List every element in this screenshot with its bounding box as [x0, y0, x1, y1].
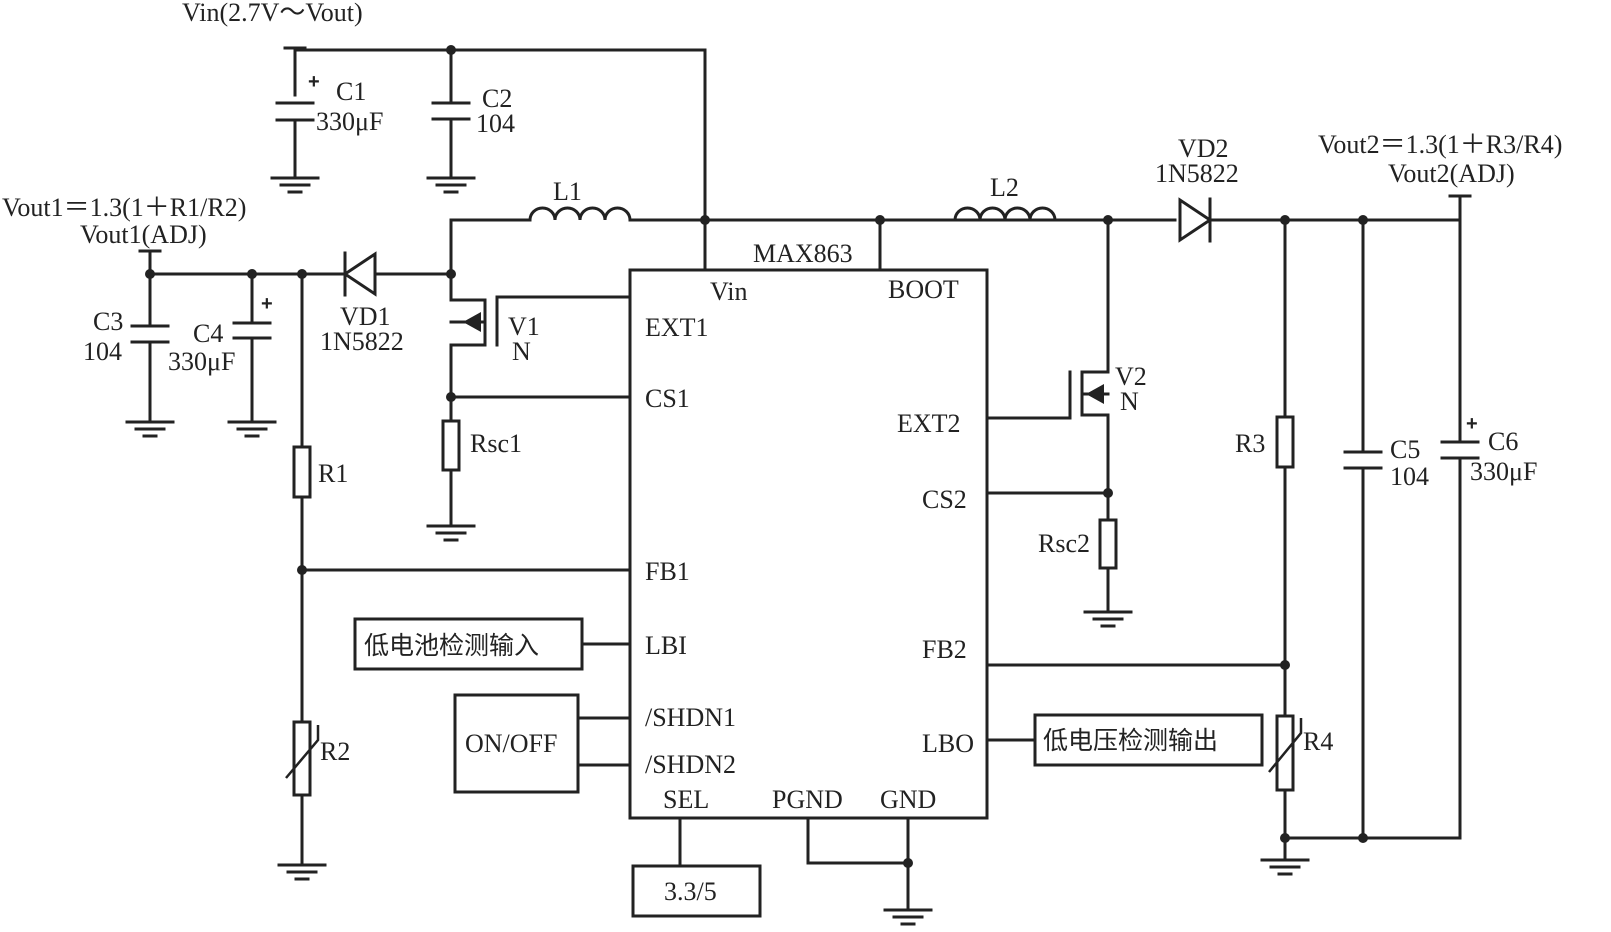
vout1-formula: Vout1＝1.3(1＋R1/R2) [2, 193, 246, 222]
l2-label: L2 [990, 173, 1019, 202]
c6-plus: + [1466, 413, 1478, 435]
ground-c4 [227, 420, 277, 438]
capacitor-c3: C3 104 [83, 307, 170, 366]
onoff-box [453, 693, 580, 794]
pin-gnd: GND [880, 785, 936, 814]
vd1-part: 1N5822 [320, 327, 404, 356]
c4-plus: + [261, 293, 273, 315]
ic-name: MAX863 [753, 239, 853, 268]
c5-value: 104 [1390, 462, 1429, 491]
pin-fb2: FB2 [922, 635, 967, 664]
diode-vd2: VD2 1N5822 [1155, 134, 1239, 243]
lbi-input-label: 低电池检测输入 [364, 631, 539, 660]
c2-name: C2 [482, 84, 512, 113]
diode-vd1: VD1 1N5822 [320, 251, 404, 356]
c6-value: 330μF [1470, 457, 1537, 486]
c1-name: C1 [336, 77, 366, 106]
capacitor-c6: + C6 330μF [1440, 413, 1537, 486]
ground-rsc1 [426, 524, 476, 542]
mosfet-v1: V1 N [449, 295, 540, 366]
lbi-input-box [353, 617, 584, 671]
pin-lbo: LBO [922, 729, 974, 758]
v1-type: N [512, 337, 531, 366]
pin-shdn2: /SHDN2 [645, 750, 736, 779]
ground-symbols [125, 176, 1310, 926]
rsc2-label: Rsc2 [1038, 529, 1090, 558]
lbo-output-label: 低电压检测输出 [1043, 726, 1218, 755]
vout1-label: Vout1(ADJ) [80, 220, 207, 249]
c3-name: C3 [93, 307, 123, 336]
pin-pgnd: PGND [772, 785, 843, 814]
onoff-label: ON/OFF [465, 729, 557, 758]
pin-sel: SEL [663, 785, 709, 814]
vout2-label: Vout2(ADJ) [1388, 159, 1515, 188]
pin-cs2: CS2 [922, 485, 967, 514]
vd2-part: 1N5822 [1155, 159, 1239, 188]
c6-name: C6 [1488, 427, 1518, 456]
c2-value: 104 [476, 109, 515, 138]
inductor-l2: L2 [953, 173, 1057, 222]
c4-name: C4 [193, 319, 223, 348]
l1-label: L1 [553, 177, 582, 206]
r4-label: R4 [1303, 727, 1333, 756]
vout2-formula: Vout2＝1.3(1＋R3/R4) [1318, 130, 1562, 159]
potentiometer-r4: R4 [1268, 714, 1333, 792]
ground-c3 [125, 420, 175, 438]
inductor-l1: L1 [528, 177, 632, 222]
resistor-r3: R3 [1235, 415, 1295, 469]
v2-name: V2 [1115, 362, 1147, 391]
vd2-name: VD2 [1178, 134, 1229, 163]
v1-name: V1 [508, 312, 540, 341]
pin-ext1: EXT1 [645, 313, 709, 342]
c1-plus: + [308, 71, 320, 93]
pin-ext2: EXT2 [897, 409, 961, 438]
pin-vin: Vin [710, 277, 747, 306]
vd1-name: VD1 [340, 302, 391, 331]
ground-r2 [277, 863, 327, 881]
c5-name: C5 [1390, 435, 1420, 464]
mosfet-v2: V2 N [1068, 362, 1147, 420]
junction-dots [145, 45, 1368, 868]
resistor-rsc1: Rsc1 [441, 419, 522, 472]
r1-label: R1 [318, 459, 348, 488]
ground-ic [883, 908, 933, 926]
capacitor-c5: C5 104 [1343, 435, 1429, 491]
capacitor-c4: + C4 330μF [168, 293, 273, 376]
pin-boot: BOOT [888, 275, 959, 304]
resistor-r1: R1 [292, 445, 348, 499]
c1-value: 330μF [316, 107, 383, 136]
c4-value: 330μF [168, 347, 235, 376]
capacitor-c2: C2 104 [431, 84, 515, 138]
r3-label: R3 [1235, 429, 1265, 458]
pin-cs1: CS1 [645, 384, 690, 413]
vin-label: Vin(2.7V～Vout) [182, 0, 363, 27]
r2-label: R2 [320, 737, 350, 766]
v2-type: N [1120, 387, 1139, 416]
ic-max863 [628, 268, 989, 820]
resistor-rsc2: Rsc2 [1038, 518, 1118, 570]
c3-value: 104 [83, 337, 122, 366]
sel-value-box [631, 864, 762, 918]
pin-fb1: FB1 [645, 557, 690, 586]
pin-lbi: LBI [645, 631, 687, 660]
ground-r4 [1260, 858, 1310, 876]
ground-c1 [270, 176, 320, 194]
pin-shdn1: /SHDN1 [645, 703, 736, 732]
ground-c2 [426, 176, 476, 194]
ground-rsc2 [1083, 610, 1133, 628]
capacitor-c1: + C1 330μF [275, 71, 383, 136]
rsc1-label: Rsc1 [470, 429, 522, 458]
potentiometer-r2: R2 [285, 720, 350, 797]
lbo-output-box [1033, 713, 1264, 767]
sel-value-label: 3.3/5 [664, 877, 717, 906]
